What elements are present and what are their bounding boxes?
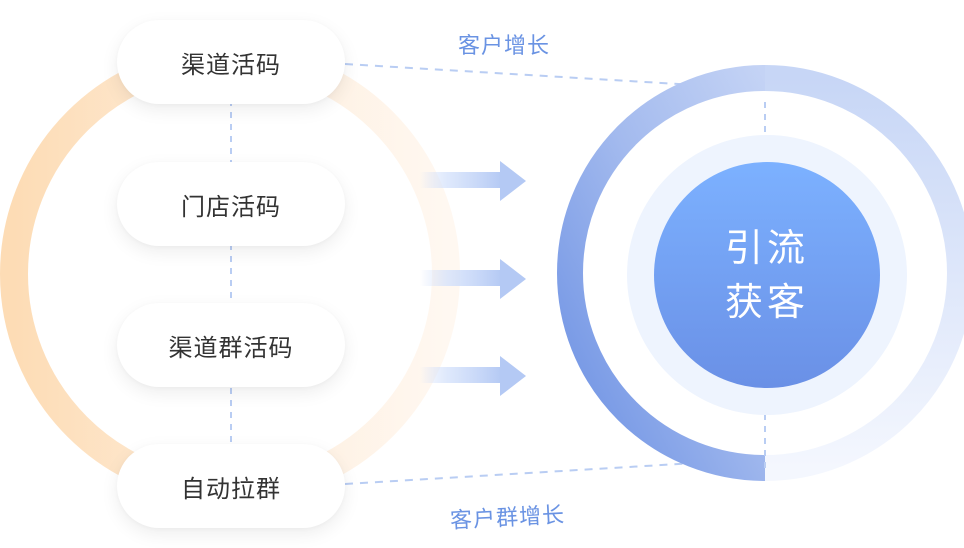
right-arrow-icon (420, 161, 526, 201)
right-arrow-icon (420, 356, 526, 396)
target-title-line2: 获客 (724, 280, 809, 324)
target-core (654, 162, 880, 388)
source-item-auto-group[interactable]: 自动拉群 (117, 444, 345, 528)
customer-growth-line (344, 63, 713, 87)
source-item-label: 渠道活码 (181, 50, 281, 79)
source-item-label: 渠道群活码 (168, 333, 294, 362)
source-item-label: 自动拉群 (181, 474, 281, 503)
target-title: 引流 获客 (654, 162, 880, 388)
source-item-channel-group-code[interactable]: 渠道群活码 (117, 303, 345, 387)
customer-growth-label: 客户增长 (458, 34, 551, 59)
target-ring-left (557, 65, 766, 481)
right-arrow-icon (420, 259, 526, 299)
source-item-store-code[interactable]: 门店活码 (117, 162, 345, 246)
source-item-label: 门店活码 (181, 192, 281, 221)
group-growth-label: 客户群增长 (449, 503, 566, 534)
target-title-line1: 引流 (724, 226, 809, 270)
source-item-channel-code[interactable]: 渠道活码 (117, 20, 345, 104)
target-ring-right (764, 65, 964, 481)
group-growth-line (344, 461, 713, 485)
